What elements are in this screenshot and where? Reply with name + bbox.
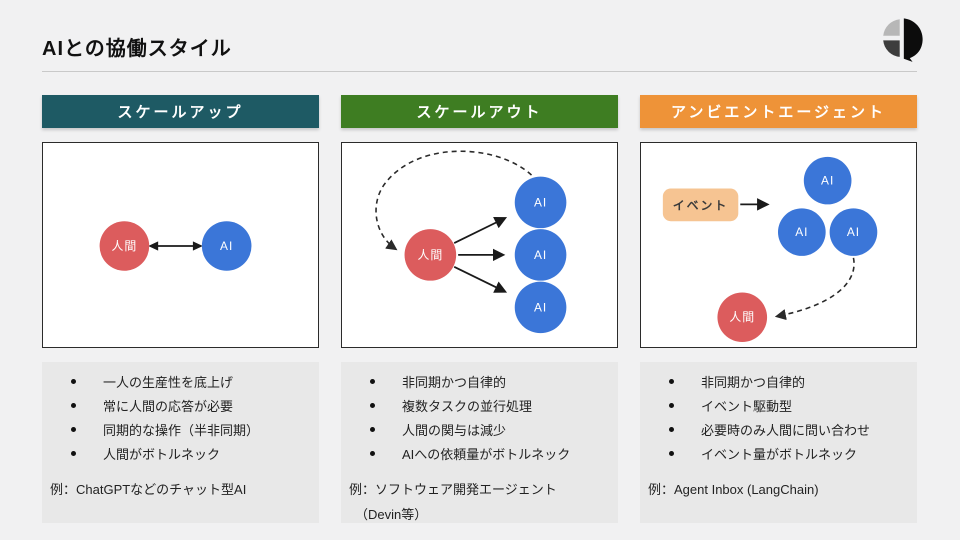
arrowhead-right <box>192 241 203 251</box>
ai-node <box>514 176 567 229</box>
bullet-item: 人間の関与は減少 <box>349 418 608 441</box>
ai-node-label: AI <box>220 239 233 253</box>
column-header-scale-up: スケールアップ <box>42 95 319 128</box>
example-text: 例：Agent Inbox (LangChain) <box>648 482 819 497</box>
human-node <box>404 229 457 281</box>
ai-node-label: AI <box>847 225 860 239</box>
bullet-icon <box>370 403 375 408</box>
columns-container: スケールアップ 人間 AI 一人の生産性を底上げ 常に人間の応答が必要 同期的な… <box>42 95 917 523</box>
bullet-icon <box>669 427 674 432</box>
pie-leaf-logo-icon <box>880 16 924 62</box>
bullet-item: 必要時のみ人間に問い合わせ <box>648 418 907 441</box>
bullet-text: イベント量がボトルネック <box>701 447 858 462</box>
human-node <box>717 292 768 343</box>
human-node-label: 人間 <box>112 239 138 253</box>
diagram-ambient-agent: イベント AI AI AI 人間 <box>640 142 917 348</box>
column-header-ambient-agent: アンビエントエージェント <box>640 95 917 128</box>
bullet-icon <box>71 451 76 456</box>
bullet-item: 一人の生産性を底上げ <box>50 370 309 393</box>
slide-header: AIとの協働スタイル <box>42 16 924 62</box>
example-text: 例：ChatGPTなどのチャット型AI <box>50 482 247 497</box>
bullet-item: 非同期かつ自律的 <box>349 370 608 393</box>
ai-node <box>829 208 878 256</box>
bullet-item: 人間がボトルネック <box>50 442 309 465</box>
notes-ambient-agent: 非同期かつ自律的 イベント駆動型 必要時のみ人間に問い合わせ イベント量がボトル… <box>640 362 917 523</box>
bullet-text: 非同期かつ自律的 <box>402 375 507 390</box>
bullet-text: 非同期かつ自律的 <box>701 375 806 390</box>
diagram-scale-out: 人間 AI AI AI <box>341 142 618 348</box>
notes-scale-out: 非同期かつ自律的 複数タスクの並行処理 人間の関与は減少 AIへの依頼量がボトル… <box>341 362 618 523</box>
edge-to-ai-top <box>453 217 508 244</box>
example-text-line2: （Devin等） <box>355 507 428 522</box>
ai-node-label: AI <box>821 174 834 188</box>
human-node-label: 人間 <box>417 248 443 262</box>
bullet-text: 人間の関与は減少 <box>402 423 507 438</box>
bullet-item: 常に人間の応答が必要 <box>50 394 309 417</box>
ai-node <box>201 221 252 271</box>
arrowhead-left <box>148 241 159 251</box>
bullet-item: 複数タスクの並行処理 <box>349 394 608 417</box>
bullet-item: イベント量がボトルネック <box>648 442 907 465</box>
bullet-item: AIへの依頼量がボトルネック <box>349 442 608 465</box>
bullet-text: イベント駆動型 <box>701 399 793 414</box>
human-node <box>99 221 150 271</box>
bullet-text: AIへの依頼量がボトルネック <box>402 447 571 462</box>
ai-node <box>514 281 567 334</box>
column-scale-up: スケールアップ 人間 AI 一人の生産性を底上げ 常に人間の応答が必要 同期的な… <box>42 95 319 523</box>
ai-node <box>514 229 567 281</box>
column-ambient-agent: アンビエントエージェント イベント AI AI <box>640 95 917 523</box>
column-header-scale-out: スケールアウト <box>341 95 618 128</box>
feedback-dashed-edge <box>375 150 539 251</box>
ai-node <box>803 156 852 205</box>
event-node <box>662 188 739 222</box>
event-node-label: イベント <box>673 198 729 212</box>
ai-node-label: AI <box>534 300 547 314</box>
bullet-icon <box>370 451 375 456</box>
bullet-icon <box>669 379 674 384</box>
notes-scale-up: 一人の生産性を底上げ 常に人間の応答が必要 同期的な操作（半非同期） 人間がボト… <box>42 362 319 523</box>
bullet-text: 一人の生産性を底上げ <box>103 375 234 390</box>
ask-human-dashed-edge <box>774 257 855 321</box>
title-divider <box>42 71 917 72</box>
bullet-icon <box>71 403 76 408</box>
bullet-item: 非同期かつ自律的 <box>648 370 907 393</box>
ai-node-label: AI <box>534 248 547 262</box>
example-text: 例：ソフトウェア開発エージェント <box>349 482 557 497</box>
edge-to-ai-bottom <box>453 265 508 293</box>
column-scale-out: スケールアウト 人間 AI <box>341 95 618 523</box>
bullet-item: 同期的な操作（半非同期） <box>50 418 309 441</box>
page-title: AIとの協働スタイル <box>42 38 232 60</box>
diagram-scale-up: 人間 AI <box>42 142 319 348</box>
bullet-text: 人間がボトルネック <box>103 447 221 462</box>
bullet-icon <box>370 379 375 384</box>
bullet-text: 複数タスクの並行処理 <box>402 399 533 414</box>
ai-node <box>778 208 826 256</box>
bullet-icon <box>669 451 674 456</box>
bullet-icon <box>71 379 76 384</box>
ai-node-label: AI <box>795 225 808 239</box>
bullet-item: イベント駆動型 <box>648 394 907 417</box>
bullet-text: 必要時のみ人間に問い合わせ <box>701 423 871 438</box>
bullet-icon <box>370 427 375 432</box>
human-node-label: 人間 <box>729 310 755 324</box>
ai-node-label: AI <box>534 195 547 209</box>
bullet-icon <box>71 427 76 432</box>
bullet-icon <box>669 403 674 408</box>
bullet-text: 同期的な操作（半非同期） <box>103 423 260 438</box>
bullet-text: 常に人間の応答が必要 <box>103 399 234 414</box>
